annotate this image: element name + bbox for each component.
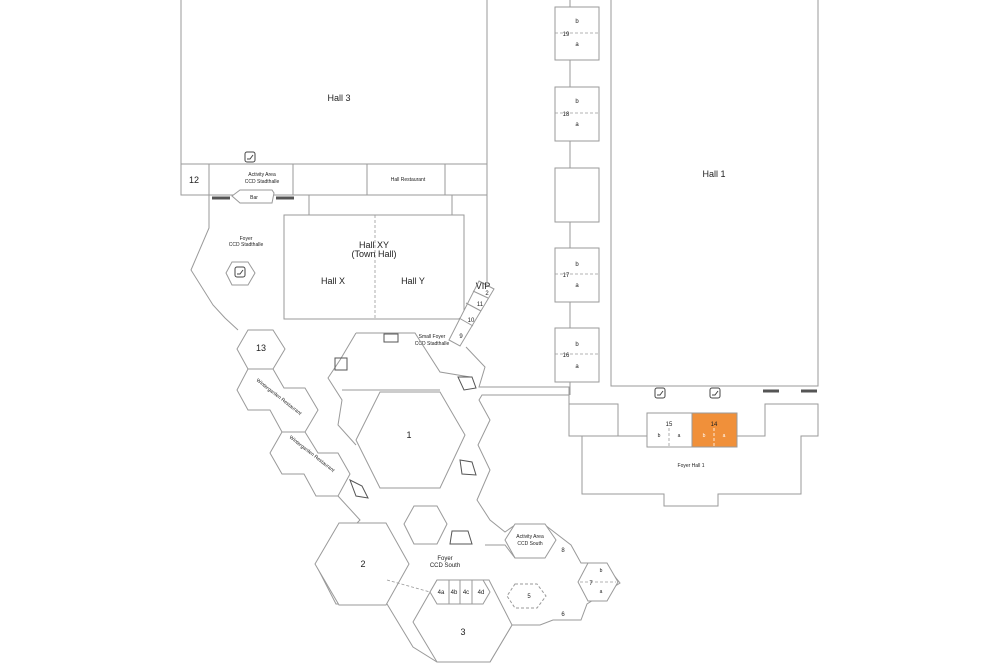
room-1[interactable] — [355, 391, 466, 489]
room-15[interactable] — [646, 412, 693, 448]
room-15b-label: b — [658, 433, 661, 439]
hall-3-label: Hall 3 — [327, 93, 350, 103]
room-14[interactable] — [691, 412, 738, 448]
room-7b-label: b — [600, 568, 603, 574]
room-17b-label: b — [575, 262, 579, 268]
room-17[interactable] — [554, 247, 600, 303]
room-12-label[interactable]: 12 — [189, 175, 199, 185]
room-2[interactable] — [314, 522, 410, 606]
activity-area-stadthalle-label: Activity Area — [248, 172, 276, 178]
room-11-label: 11 — [477, 302, 484, 308]
activity-area-south-sublabel: CCD South — [517, 541, 543, 547]
room-18a-label: a — [575, 122, 579, 128]
room-16b-label: b — [575, 342, 579, 348]
room-16-label: 16 — [563, 353, 570, 359]
activity-area-south-label: Activity Area — [516, 534, 544, 540]
room-14-label: 14 — [711, 422, 718, 428]
room-16a-label: a — [575, 364, 579, 370]
room-1-label: 1 — [406, 430, 411, 440]
foyer-hall-1-label: Foyer Hall 1 — [678, 463, 705, 469]
room-unlabeled[interactable] — [554, 167, 600, 223]
foyer-hall-1[interactable]: Foyer Hall 1 — [568, 395, 819, 507]
room-2-vip-label: 2 — [485, 291, 489, 297]
room-17-label: 17 — [563, 273, 570, 279]
small-foyer-wall — [356, 332, 471, 378]
foyer-south-label: Foyer — [437, 556, 452, 562]
room-15a-label: a — [678, 433, 681, 439]
small-rooms-stadthalle[interactable] — [448, 280, 495, 347]
room-7-label: 7 — [589, 581, 593, 587]
room-6-label[interactable]: 6 — [561, 612, 565, 618]
activity-area-stadthalle-sublabel: CCD Stadthalle — [245, 179, 280, 185]
small-foyer-label: Small Foyer — [419, 334, 446, 340]
vip-label: VIP — [476, 281, 491, 291]
room-4c-label: 4c — [463, 590, 469, 596]
hall-xy-sublabel: (Town Hall) — [351, 249, 396, 259]
hall-restaurant-label[interactable]: Hall Restaurant — [391, 177, 426, 183]
small-foyer-sublabel: CCD Stadthalle — [415, 341, 450, 347]
bar-area[interactable] — [231, 189, 275, 204]
hall-1-label: Hall 1 — [702, 169, 725, 179]
hall-xy-label: Hall XY — [359, 240, 389, 250]
divider-2-4 — [386, 579, 431, 593]
room-4a-label: 4a — [438, 590, 445, 596]
room-8-label[interactable]: 8 — [561, 548, 565, 554]
hall-y-label: Hall Y — [401, 276, 425, 286]
foyer-south-sublabel: CCD South — [430, 563, 460, 569]
hall-1[interactable]: Hall 1 — [610, 0, 819, 387]
room-19b-label: b — [575, 19, 579, 25]
hall-3[interactable]: Hall 3 — [180, 0, 488, 196]
room-10-label: 10 — [468, 318, 475, 324]
room-4b-label: 4b — [451, 590, 458, 596]
room-17a-label: a — [575, 283, 579, 289]
room-5[interactable] — [506, 583, 547, 609]
room-19-label: 19 — [563, 32, 570, 38]
foyer-south-outline — [315, 346, 621, 663]
hall-xy[interactable]: Hall XY (Town Hall) Hall X Hall Y — [283, 195, 465, 320]
room-9-label: 9 — [459, 334, 463, 340]
room-14a-label: a — [723, 433, 726, 439]
room-7a-label: a — [600, 589, 603, 595]
activity-connector — [485, 544, 545, 559]
room-19a-label: a — [575, 42, 579, 48]
room-2-label: 2 — [360, 559, 365, 569]
room-13-label: 13 — [256, 343, 266, 353]
hall-x-label: Hall X — [321, 276, 345, 286]
room-18-label: 18 — [563, 112, 570, 118]
inner-wall-left — [327, 332, 357, 446]
foyer-stadthalle-sublabel: CCD Stadthalle — [229, 242, 264, 248]
escalator-icon — [334, 333, 477, 545]
room-18b-label: b — [575, 99, 579, 105]
room-4d-label: 4d — [478, 590, 485, 596]
room-16[interactable] — [554, 327, 600, 383]
foyer-stadthalle-wall — [190, 195, 239, 331]
stair-hex-south — [403, 505, 448, 545]
room-19[interactable] — [554, 6, 600, 61]
escalator-icon — [234, 151, 721, 399]
room-14b-label: b — [703, 433, 706, 439]
room-3-label: 3 — [460, 627, 465, 637]
room-18[interactable] — [554, 86, 600, 142]
wintergarden-restaurant[interactable] — [236, 368, 351, 497]
room-5-label: 5 — [527, 594, 531, 600]
bar-label: Bar — [250, 195, 258, 201]
foyer-stadthalle-label: Foyer — [240, 236, 253, 242]
room-15-label: 15 — [666, 422, 673, 428]
